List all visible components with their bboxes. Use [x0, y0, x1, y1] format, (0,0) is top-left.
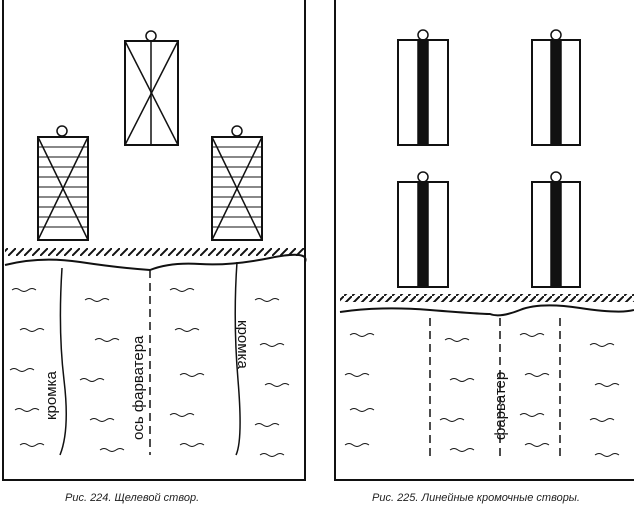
shoreline: [4, 253, 307, 272]
shore-hatching: [340, 294, 634, 302]
label-fairway: фарватер: [492, 372, 509, 440]
caption-figure-225: Рис. 225. Линейные кромочные створы.: [372, 492, 580, 504]
edge-line-right: [234, 261, 241, 456]
caption-figure-224: Рис. 224. Щелевой створ.: [65, 492, 200, 504]
figure-224-slit-range: кромка ось фарватера кромка: [2, 0, 307, 481]
signal-bottom-right: [531, 171, 581, 288]
top-center-signal: [124, 30, 179, 146]
shore-hatching: [5, 248, 305, 256]
water-waves: [344, 332, 620, 458]
label-fairway-axis: ось фарватера: [130, 335, 147, 440]
signal-bottom-left: [397, 171, 449, 288]
figure-225-linear-edge-ranges: фарватер: [334, 0, 634, 481]
signal-top-left: [397, 29, 449, 146]
label-edge-right: кромка: [234, 320, 251, 369]
shoreline: [339, 304, 634, 317]
right-signal: [211, 125, 263, 241]
signal-top-right: [531, 29, 581, 146]
edge-line-left: [59, 267, 67, 456]
left-signal: [37, 125, 89, 241]
label-edge-left: кромка: [43, 371, 60, 420]
